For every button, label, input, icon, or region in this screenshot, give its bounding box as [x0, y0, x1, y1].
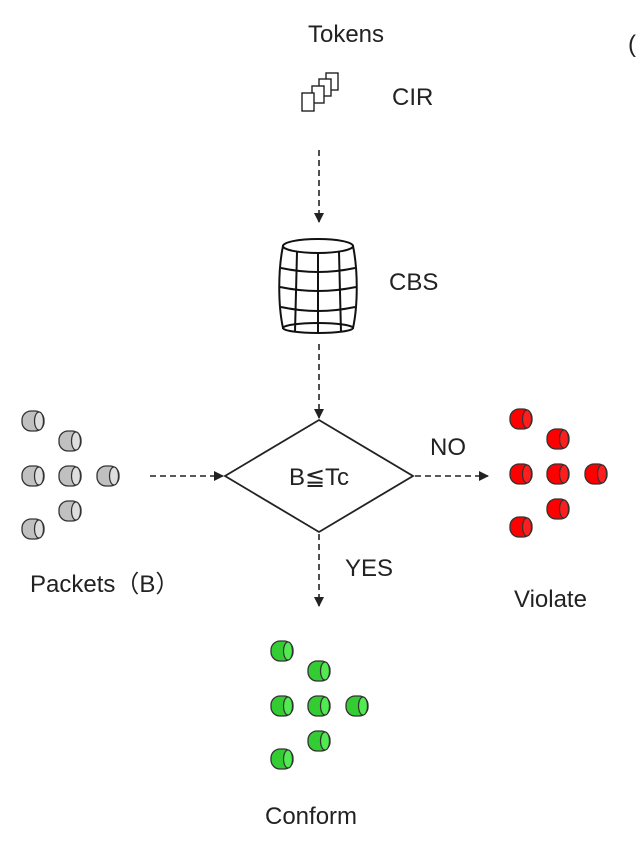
cir-label: CIR [392, 84, 433, 111]
packet-cylinder-icon [307, 660, 331, 682]
barrel-bucket-icon [278, 238, 358, 334]
packet-cylinder-icon [270, 640, 294, 662]
packet-cylinder-icon [270, 748, 294, 770]
packet-cylinder-icon [96, 465, 120, 487]
packet-cylinder-icon [270, 695, 294, 717]
packet-cylinder-icon [58, 500, 82, 522]
conform-packet-group [270, 640, 369, 770]
packet-cylinder-icon [58, 430, 82, 452]
condition-label: B≦Tc [289, 464, 349, 491]
no-label: NO [430, 434, 466, 461]
packet-cylinder-icon [546, 428, 570, 450]
token-stack-icon [301, 72, 339, 112]
packet-cylinder-icon [584, 463, 608, 485]
packet-cylinder-icon [546, 498, 570, 520]
yes-label: YES [345, 555, 393, 582]
packet-cylinder-icon [21, 465, 45, 487]
packets-label: Packets（B） [30, 571, 179, 598]
packet-cylinder-icon [307, 730, 331, 752]
violate-packet-group [509, 408, 608, 538]
cbs-label: CBS [389, 269, 438, 296]
input-packet-group [21, 410, 120, 540]
packet-cylinder-icon [509, 463, 533, 485]
packet-cylinder-icon [21, 518, 45, 540]
packet-cylinder-icon [21, 410, 45, 432]
packet-cylinder-icon [509, 516, 533, 538]
packet-cylinder-icon [58, 465, 82, 487]
decision-diamond [223, 418, 415, 534]
conform-label: Conform [265, 803, 357, 830]
packet-cylinder-icon [546, 463, 570, 485]
packet-cylinder-icon [509, 408, 533, 430]
edge-char: ( [628, 31, 636, 58]
packet-cylinder-icon [345, 695, 369, 717]
packet-cylinder-icon [307, 695, 331, 717]
tokens-label: Tokens [308, 21, 384, 48]
violate-label: Violate [514, 586, 587, 613]
